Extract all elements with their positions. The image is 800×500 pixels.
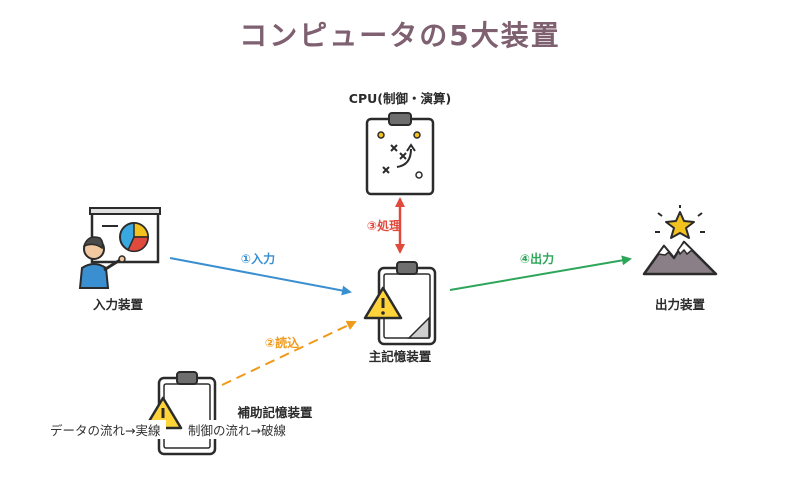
main-memory-icon xyxy=(363,261,437,346)
aux-memory-icon xyxy=(143,371,217,456)
edge-output-label: ④出力 xyxy=(519,252,555,266)
edge-output-arrow xyxy=(449,255,632,291)
legend-control-flow: 制御の流れ→破線 xyxy=(188,420,286,439)
edge-read-label: ②読込 xyxy=(264,336,300,350)
legend-data-flow: データの流れ→実線 xyxy=(50,420,167,439)
mountain-star-icon xyxy=(642,205,718,276)
cpu-label: CPU(制御・演算) xyxy=(348,91,452,106)
edge-input-label: ①入力 xyxy=(240,252,276,266)
edge-read-arrow xyxy=(221,320,357,386)
main-memory-label: 主記憶装置 xyxy=(368,349,432,364)
clipboard-strategy-icon xyxy=(365,112,435,196)
edge-process-label: ③処理 xyxy=(366,219,402,233)
page-title: コンピュータの5大装置 xyxy=(239,19,561,52)
presentation-person-icon xyxy=(78,207,161,289)
aux-memory-label: 補助記憶装置 xyxy=(237,405,313,420)
edge-input-arrow xyxy=(169,257,352,296)
output-device-label: 出力装置 xyxy=(654,297,706,312)
input-device-label: 入力装置 xyxy=(92,297,144,312)
